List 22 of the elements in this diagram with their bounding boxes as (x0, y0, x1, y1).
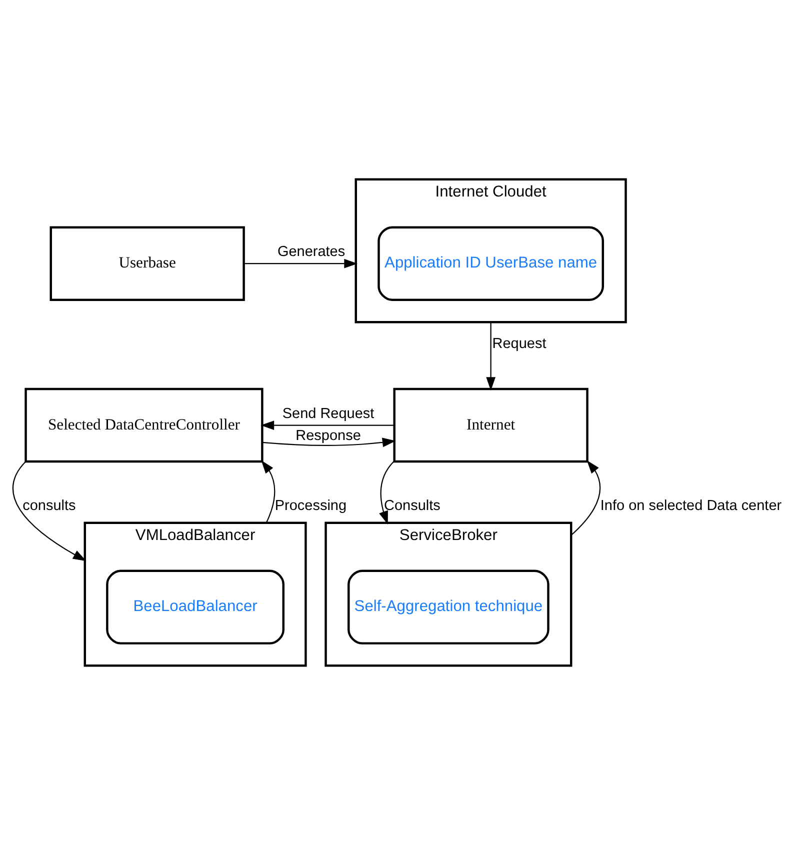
node-box: Userbase (50, 226, 245, 300)
edge-label: Processing (274, 497, 347, 514)
node-box: Self-Aggregation technique (348, 569, 550, 644)
edge-label: Consults (384, 497, 440, 514)
arrow (379, 460, 394, 524)
node-box: BeeLoadBalancer (106, 569, 284, 644)
edge-label: Request (492, 336, 546, 352)
edge-label: consults (22, 497, 76, 514)
edge-label: Info on selected Data center (600, 497, 782, 514)
edge-label: Send Request (282, 405, 374, 422)
arrow (262, 437, 396, 447)
arrow (570, 460, 601, 536)
arrow (486, 322, 496, 390)
arrow (244, 258, 358, 268)
node-box: Application ID UserBase name (378, 226, 604, 300)
arrow (260, 420, 394, 430)
edge-label: Response (296, 428, 361, 444)
node-box: Selected DataCentreController (24, 387, 264, 462)
arrow (12, 460, 86, 561)
arrow (261, 460, 276, 523)
node-box: Internet (393, 387, 588, 462)
edge-label: Generates (277, 244, 346, 260)
